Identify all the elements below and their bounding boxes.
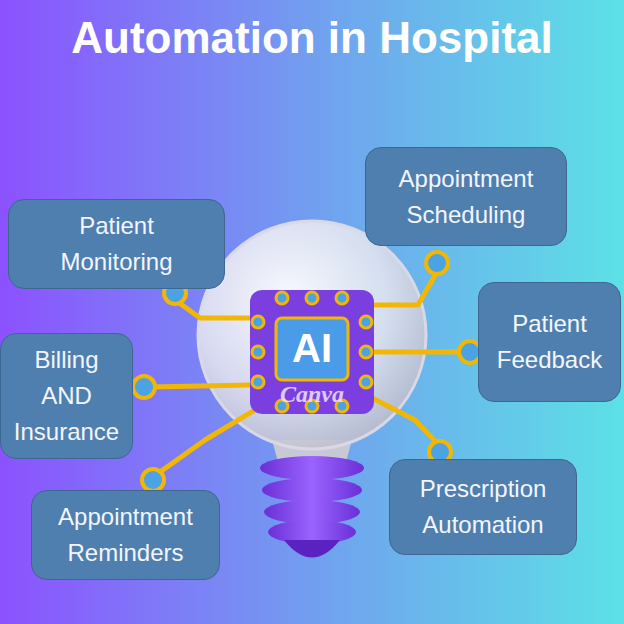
diagram-title: Automation in Hospital [0,8,624,68]
feature-box: Prescription Automation [389,459,577,555]
chip-label: AI [292,326,332,371]
circuit-wires [150,272,462,472]
feature-box: Patient Monitoring [8,199,225,289]
bulb-base [260,440,364,558]
bulb-glass [198,221,426,449]
box-label: Prescription Automation [398,471,568,543]
feature-box: Appointment Scheduling [365,147,567,246]
feature-box: Patient Feedback [478,282,621,402]
feature-box: Appointment Reminders [31,490,220,580]
box-label: Appointment Scheduling [381,161,551,233]
ai-chip [250,290,374,414]
box-label: Patient Monitoring [42,208,192,280]
box-label: Billing AND Insurance [9,342,124,450]
box-label: Patient Feedback [487,306,612,378]
box-label: Appointment Reminders [41,499,211,571]
feature-box: Billing AND Insurance [0,333,133,459]
watermark: Canva [280,381,344,408]
